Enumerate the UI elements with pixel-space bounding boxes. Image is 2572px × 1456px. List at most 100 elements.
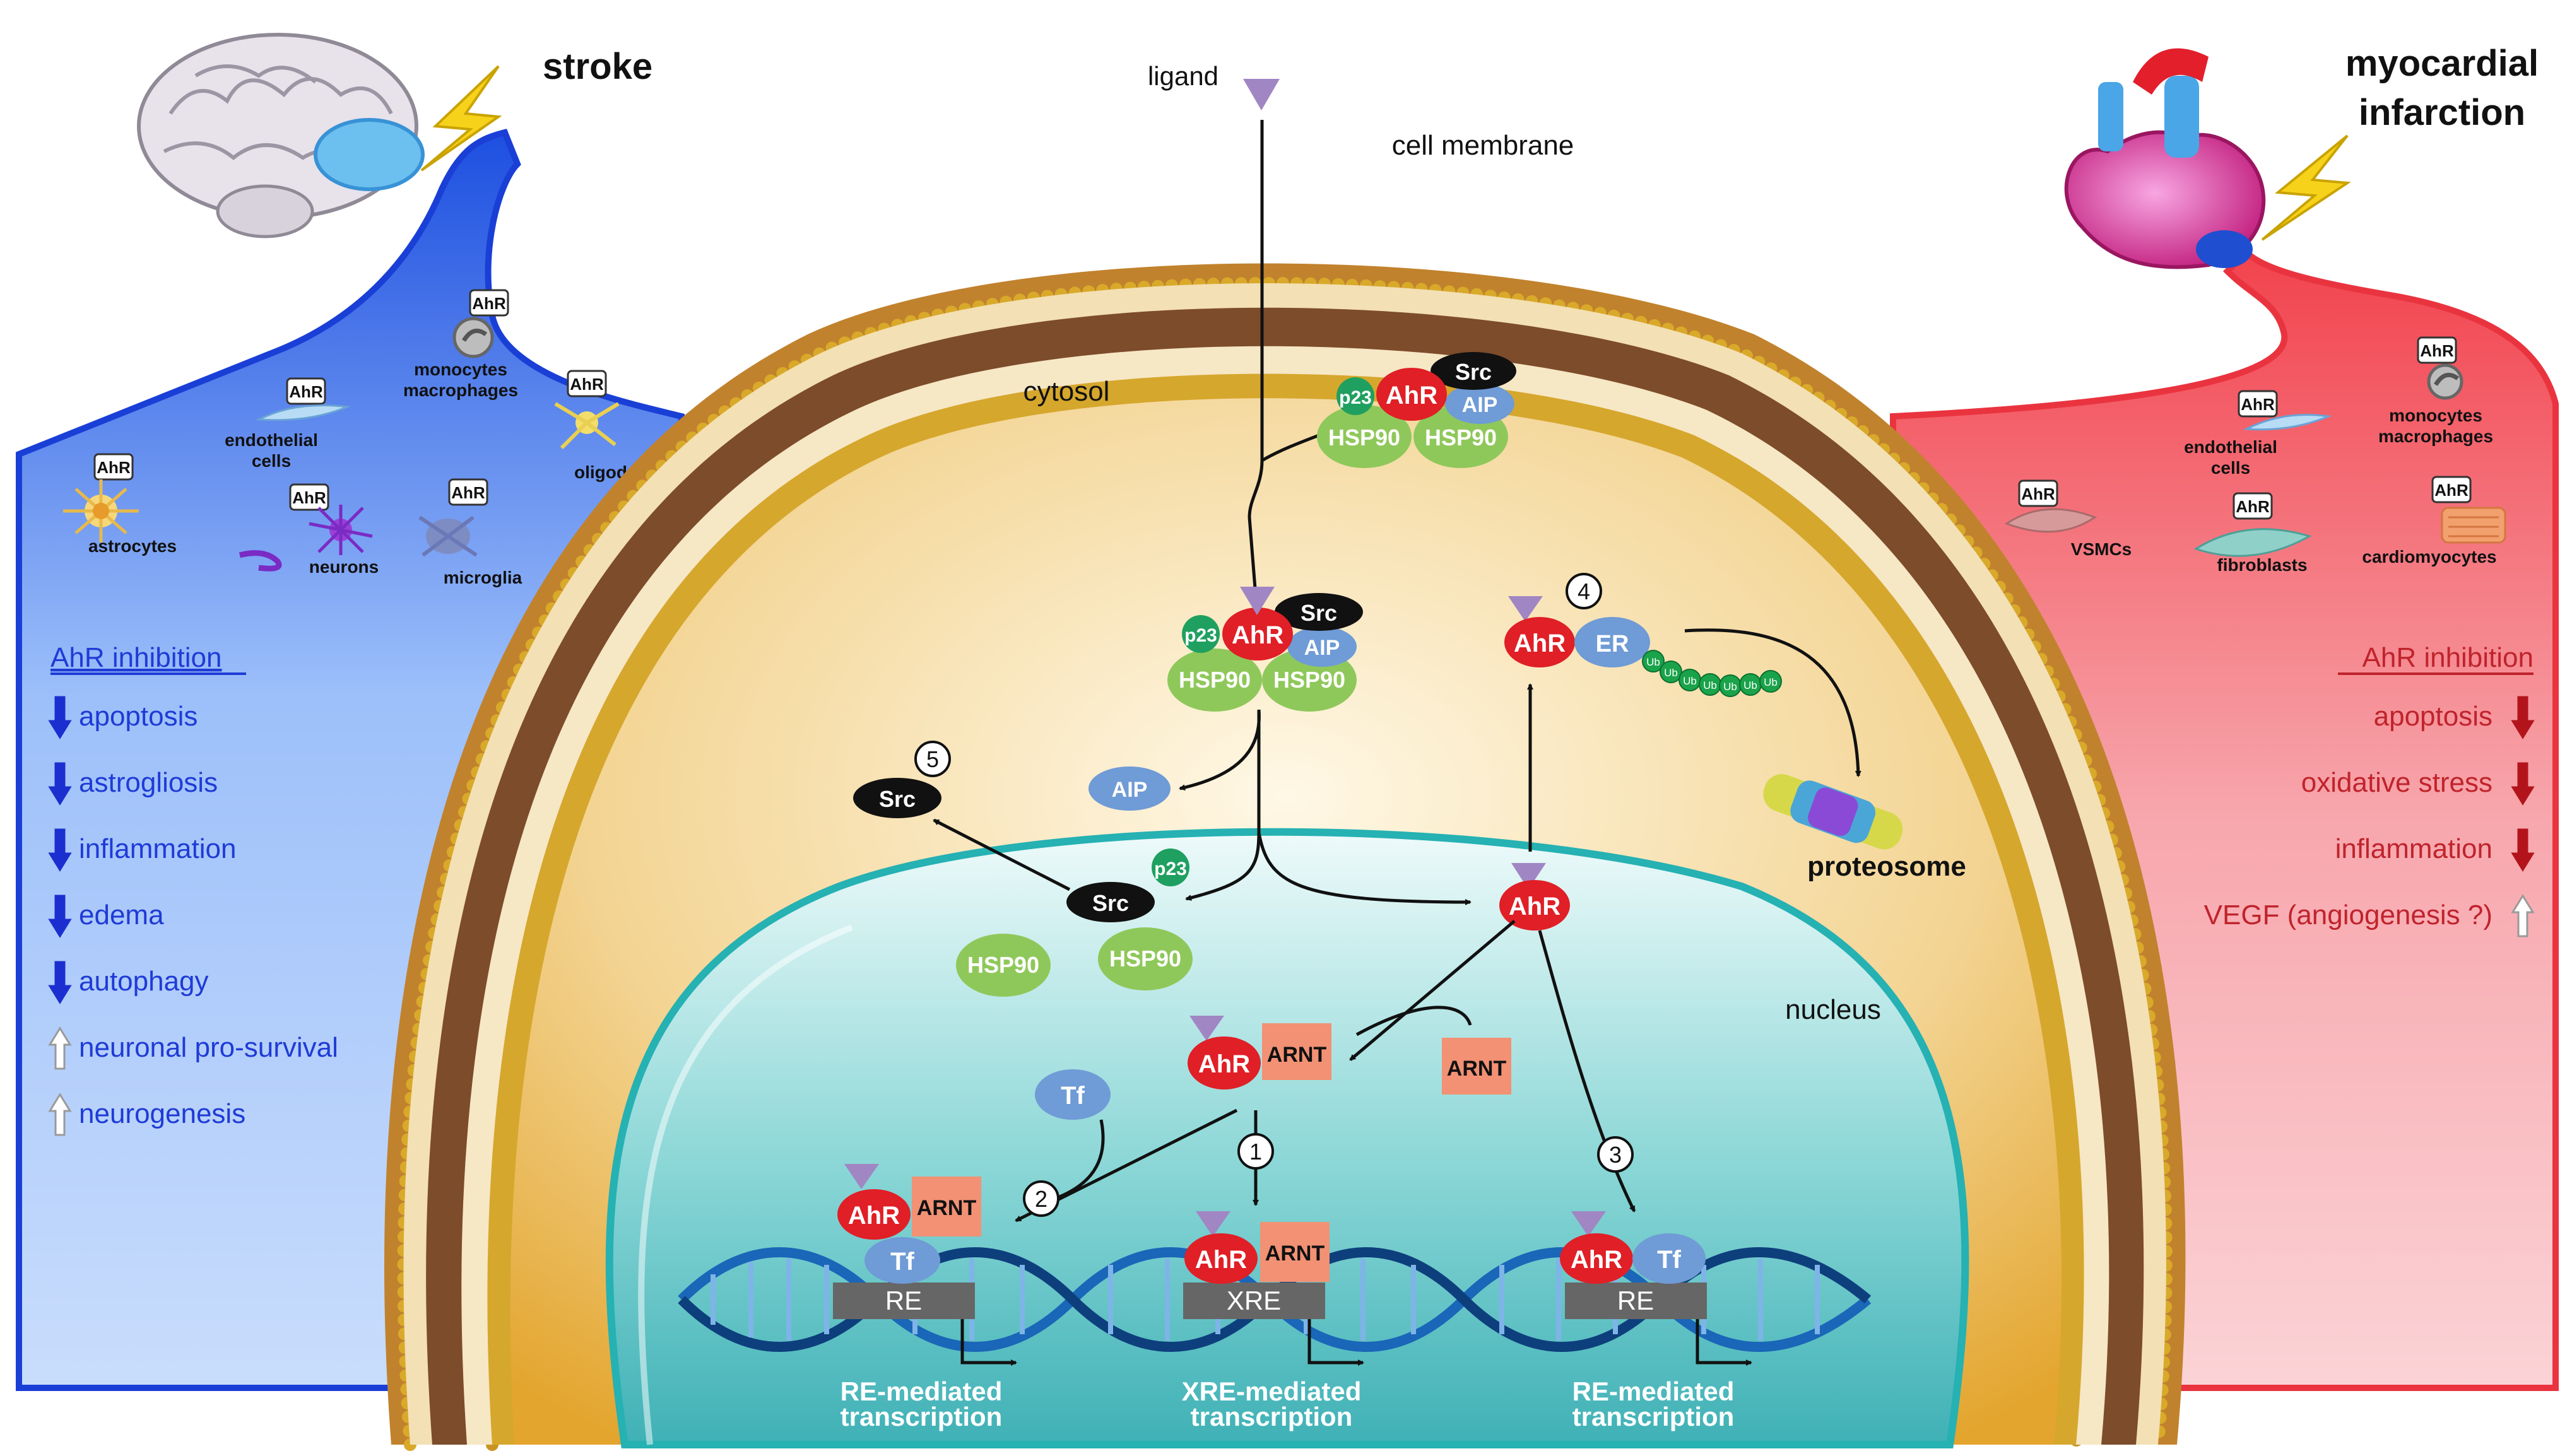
ubiquitin-bead [1642,650,1665,672]
lightning-icon-right [2261,134,2351,241]
svg-text:2: 2 [1035,1186,1047,1212]
svg-text:p23: p23 [1184,625,1217,646]
down-arrow-icon [48,895,72,938]
cell-endothelial-right: AhR endothelial cells [2184,390,2332,478]
svg-text:AhR: AhR [2420,341,2454,360]
up-arrow-icon [48,1093,72,1136]
svg-text:monocytes: monocytes [414,360,507,379]
svg-text:AhR: AhR [292,488,326,507]
svg-text:AhR: AhR [97,458,131,477]
svg-text:AIP: AIP [1304,636,1340,660]
arnt-free [1442,1038,1511,1095]
svg-text:neurons: neurons [309,557,379,577]
svg-text:AhR: AhR [2241,395,2275,414]
svg-text:Src: Src [1455,359,1492,385]
right-effect-item: VEGF (angiogenesis ?) [2204,900,2492,931]
step-marker [1597,1136,1634,1173]
xre-transcription-1: XRE-mediated [1182,1377,1362,1406]
ahr-arnt-xre-complex: AhR ARNT [1184,1211,1330,1284]
src-free [853,778,941,818]
cell-monocytes-right: AhR monocytes macrophages [2378,336,2493,446]
re-box-right [1565,1283,1707,1319]
re-transcription-right-1: RE-mediated [1572,1377,1735,1406]
mi-title-line2: infarction [2359,92,2525,133]
mi-title-line1: myocardial [2345,43,2539,84]
brain-icon [137,33,425,238]
step-marker [914,741,951,777]
svg-text:RE: RE [885,1286,922,1315]
svg-text:AhR: AhR [451,483,485,502]
svg-text:Ub: Ub [1703,679,1717,691]
svg-text:ARNT: ARNT [1265,1242,1325,1265]
svg-text:AhR: AhR [1514,630,1566,657]
re-box-left [833,1283,975,1319]
svg-text:AhR: AhR [570,375,604,394]
ahr-complex-inactive: HSP90 HSP90 AIP Src AhR p23 [1317,352,1516,468]
ahr-arnt-complex: AhR ARNT [1188,1016,1331,1089]
step-marker [1023,1180,1059,1217]
step-markers: 1 2 3 4 5 [914,573,1634,1217]
up-arrow-icon [48,1026,72,1070]
svg-text:microglia: microglia [444,568,522,587]
svg-text:ARNT: ARNT [917,1196,977,1220]
svg-text:AhR: AhR [1386,382,1437,409]
xre-box [1183,1283,1325,1319]
svg-text:AhR: AhR [2236,497,2270,516]
svg-text:3: 3 [1609,1142,1622,1168]
down-arrow-icon [2511,762,2535,806]
svg-text:AhR: AhR [289,382,323,401]
svg-text:Src: Src [1301,600,1337,626]
svg-text:AhR: AhR [1195,1246,1247,1274]
svg-text:AhR: AhR [1509,893,1560,920]
up-arrow-icon [2511,894,2535,937]
cell-microglia: AhR microglia [418,478,522,587]
svg-text:cardiomyocytes: cardiomyocytes [2362,547,2496,567]
svg-text:endothelial: endothelial [2184,437,2277,457]
svg-text:Ub: Ub [1743,679,1757,691]
ahr-nuclear: AhR [1499,863,1570,931]
svg-text:macrophages: macrophages [403,380,518,400]
svg-text:ARNT: ARNT [1447,1057,1507,1081]
xre-transcription-2: transcription [1191,1402,1353,1431]
re-transcription-right-2: transcription [1572,1402,1735,1431]
svg-text:Tf: Tf [1657,1246,1681,1274]
cell-monocytes-left: AhR monocytes macrophages [403,289,518,400]
cell-fibroblasts: AhR fibroblasts [2193,492,2312,575]
nucleus-area [605,828,1969,1448]
left-effects-heading: AhR inhibition [50,642,222,673]
stroke-title: stroke [543,46,652,87]
down-arrow-icon [2511,696,2535,739]
lightning-icon-left [420,65,502,172]
left-effect-item: edema [79,900,164,931]
svg-text:5: 5 [926,746,939,772]
left-effect-item: inflammation [79,833,236,864]
cell-vsmcs: AhR VSMCs [2004,479,2132,559]
down-arrow-icon [2511,828,2535,872]
svg-text:VSMCs: VSMCs [2071,539,2132,559]
svg-text:1: 1 [1249,1139,1262,1165]
svg-text:AIP: AIP [1112,778,1148,802]
svg-text:endothelial: endothelial [225,430,318,450]
svg-text:AhR: AhR [2434,481,2469,500]
step-marker [1237,1133,1274,1170]
ubiquitin-bead [1759,670,1782,693]
down-arrow-icon [48,961,72,1004]
left-effect-item: neurogenesis [79,1098,245,1129]
proteosome-icon [1763,774,1903,850]
svg-text:4: 4 [1578,578,1590,604]
svg-text:fibroblasts: fibroblasts [2217,555,2307,575]
tf-free [1035,1069,1111,1120]
right-effect-item: apoptosis [2374,701,2492,732]
cell-endothelial-left: AhR endothelial cells [225,377,351,471]
cell-neurons: AhR neurons [239,483,379,577]
svg-text:HSP90: HSP90 [1425,425,1497,450]
heart-icon [2064,48,2266,269]
svg-text:Src: Src [879,786,916,812]
svg-text:XRE: XRE [1227,1286,1281,1315]
svg-text:p23: p23 [1154,859,1187,879]
left-effect-item: astrogliosis [79,767,218,798]
svg-text:Src: Src [1092,890,1129,916]
